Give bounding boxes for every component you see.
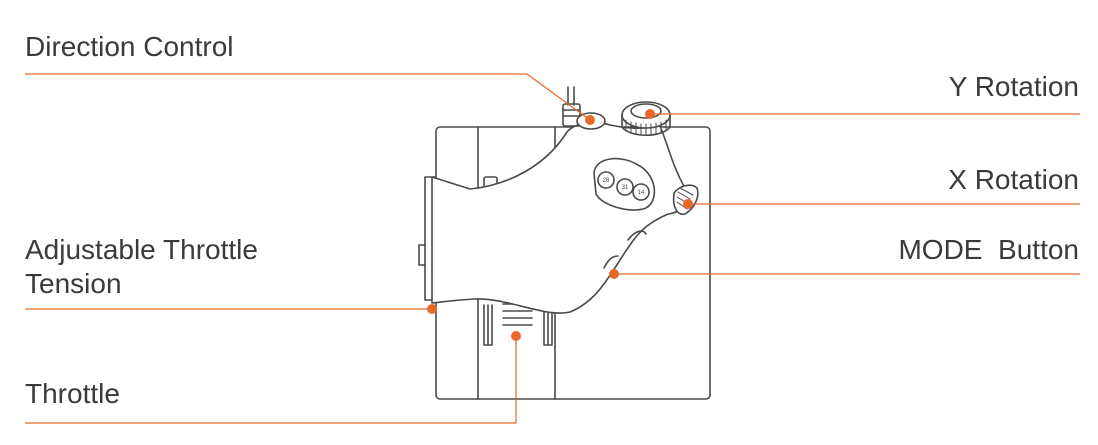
label-y-rotation: Y Rotation <box>948 71 1079 102</box>
dot-throttle-tension <box>427 304 437 314</box>
mode-button-ridge <box>627 230 647 241</box>
button-3-text: 14 <box>638 190 645 196</box>
label-throttle-tension-line2: Tension <box>25 268 122 299</box>
direction-control-stem <box>567 86 575 106</box>
dot-x-rotation <box>683 199 693 209</box>
tension-knob <box>418 244 426 266</box>
button-2[interactable] <box>616 178 634 196</box>
throttle-foot-left <box>483 304 493 346</box>
dot-throttle <box>511 331 521 341</box>
label-direction-control: Direction Control <box>25 31 234 62</box>
button-3[interactable] <box>632 183 650 201</box>
button-2-text: 31 <box>622 185 629 191</box>
label-throttle: Throttle <box>25 378 120 409</box>
button-1[interactable] <box>597 171 615 189</box>
throttle-foot-right <box>543 304 553 346</box>
label-mode-button: MODE Button <box>898 234 1079 265</box>
leader-direction-control <box>25 73 591 121</box>
tension-mount <box>424 176 437 301</box>
label-throttle-tension-line1: Adjustable Throttle <box>25 234 258 265</box>
dot-direction-control <box>585 115 595 125</box>
y-rotation-dial-knurl <box>625 119 667 136</box>
direction-control-base <box>562 103 581 127</box>
dot-y-rotation <box>645 109 655 119</box>
handle-body <box>431 121 689 314</box>
button-1-text: 28 <box>603 178 610 184</box>
dot-mode-button <box>609 269 619 279</box>
label-x-rotation: X Rotation <box>948 164 1079 195</box>
leader-throttle <box>25 336 517 424</box>
